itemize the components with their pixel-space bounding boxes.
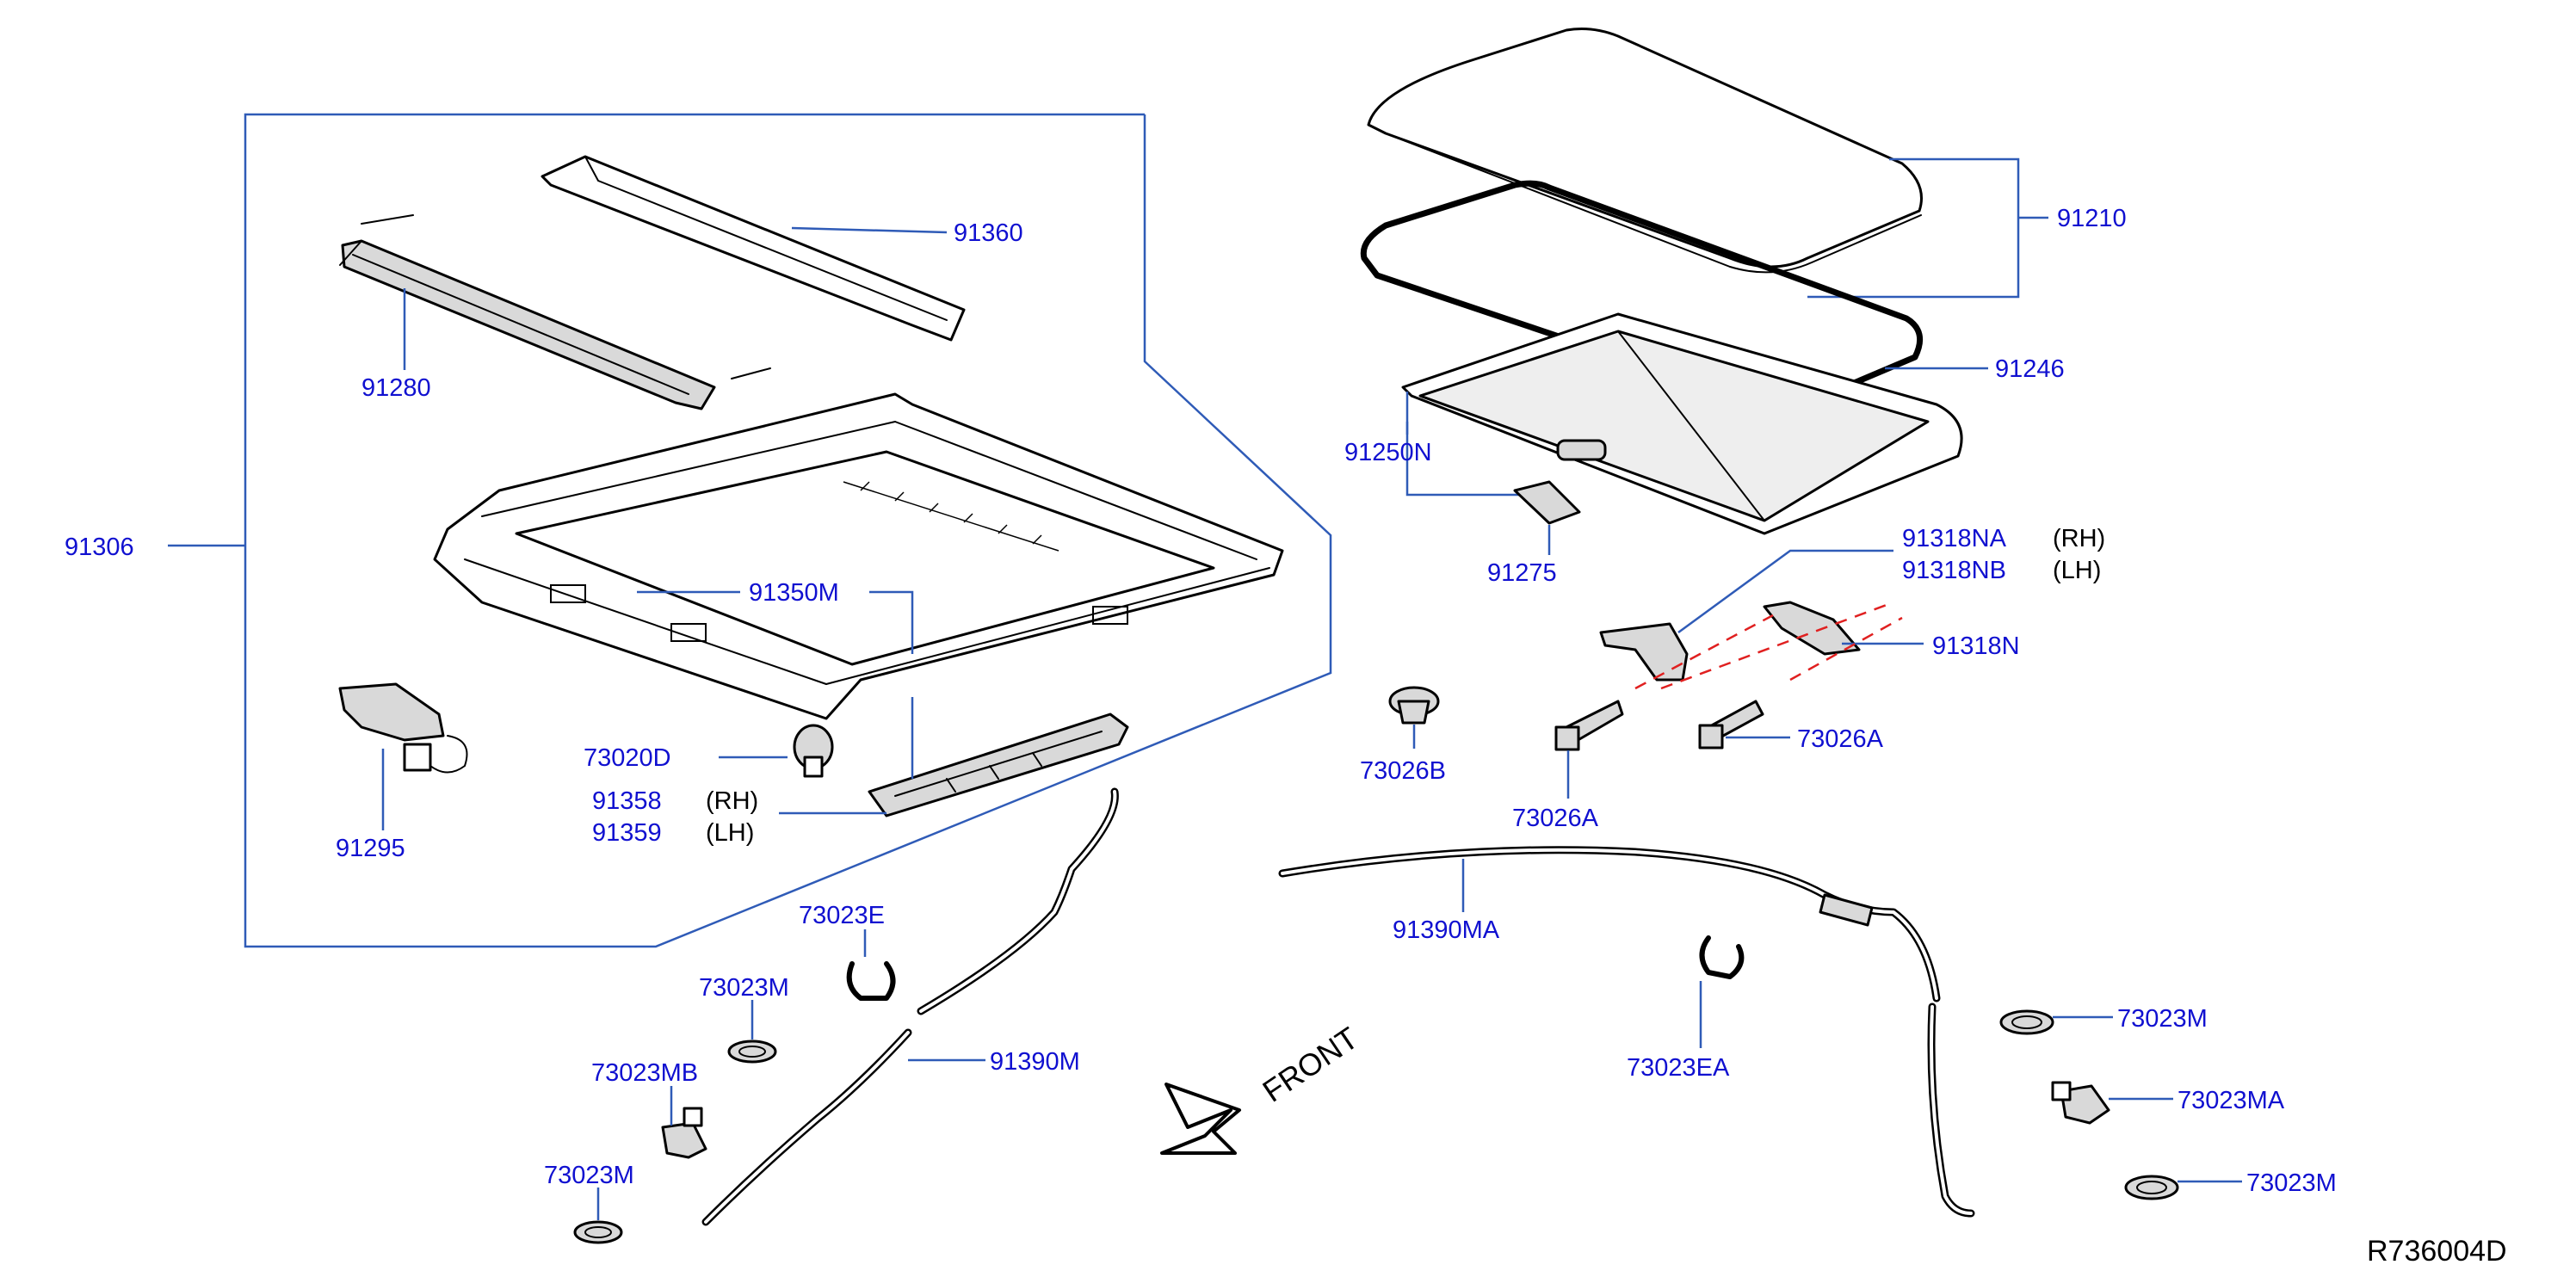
label-91390ma[interactable]: 91390MA bbox=[1393, 916, 1500, 944]
label-73026a-right[interactable]: 73026A bbox=[1797, 725, 1884, 753]
label-91390m[interactable]: 91390M bbox=[990, 1048, 1080, 1076]
label-91280[interactable]: 91280 bbox=[361, 374, 431, 402]
grommet-73023m-1[interactable] bbox=[727, 1039, 777, 1064]
drive-rail-91358-91359[interactable] bbox=[868, 713, 1129, 817]
leader-91210 bbox=[1807, 157, 2020, 299]
side-rh-1: (RH) bbox=[706, 787, 758, 815]
label-91350m[interactable]: 91350M bbox=[749, 579, 839, 607]
side-lh-2: (LH) bbox=[2053, 557, 2101, 584]
label-91318n[interactable]: 91318N bbox=[1932, 632, 2020, 660]
label-91360[interactable]: 91360 bbox=[954, 219, 1023, 247]
grommet-73023m-4[interactable] bbox=[2124, 1175, 2179, 1200]
label-73026b[interactable]: 73026B bbox=[1360, 757, 1446, 785]
label-91210[interactable]: 91210 bbox=[2057, 205, 2127, 232]
label-91318na[interactable]: 91318NA bbox=[1902, 525, 2007, 552]
label-73026a-left[interactable]: 73026A bbox=[1512, 805, 1599, 832]
align-line-3 bbox=[1789, 616, 1903, 682]
grommet-73023m-2[interactable] bbox=[573, 1220, 623, 1244]
sunshade-roll-91280[interactable] bbox=[339, 214, 771, 410]
label-73023m-2[interactable]: 73023M bbox=[544, 1162, 634, 1189]
assembly-outline bbox=[244, 113, 1332, 948]
label-73023mb[interactable]: 73023MB bbox=[591, 1059, 698, 1087]
label-91295[interactable]: 91295 bbox=[336, 835, 405, 862]
label-91246[interactable]: 91246 bbox=[1995, 355, 2065, 383]
drain-hose-91390m[interactable] bbox=[701, 787, 1119, 1226]
front-arrow-icon bbox=[1160, 1083, 1241, 1155]
sunroof-frame-91350m[interactable] bbox=[433, 392, 1284, 720]
label-91306[interactable]: 91306 bbox=[65, 534, 134, 561]
label-91250n[interactable]: 91250N bbox=[1344, 439, 1432, 466]
label-73020d[interactable]: 73020D bbox=[584, 744, 671, 772]
side-lh-1: (LH) bbox=[706, 819, 754, 847]
glass-panel-91210[interactable] bbox=[1367, 28, 1923, 274]
leader-91350m-rail bbox=[869, 590, 914, 654]
wind-deflector-91360[interactable] bbox=[541, 155, 966, 342]
label-91318nb[interactable]: 91318NB bbox=[1902, 557, 2006, 584]
clamp-73023e[interactable] bbox=[846, 961, 896, 1001]
plug-91275[interactable] bbox=[1513, 480, 1581, 525]
leader-91318na bbox=[1677, 549, 1893, 634]
label-73023m-4[interactable]: 73023M bbox=[2246, 1169, 2337, 1197]
label-73023e[interactable]: 73023E bbox=[799, 902, 885, 929]
label-91275[interactable]: 91275 bbox=[1487, 559, 1557, 587]
grommet-73023m-3[interactable] bbox=[1999, 1009, 2054, 1035]
drain-hose-91390ma[interactable] bbox=[1278, 846, 1975, 1218]
bracket-91318n[interactable] bbox=[1763, 601, 1861, 656]
bracket-91318na[interactable] bbox=[1599, 622, 1689, 682]
label-73023m-1[interactable]: 73023M bbox=[699, 974, 789, 1002]
leader-91360 bbox=[791, 226, 948, 234]
side-rh-2: (RH) bbox=[2053, 525, 2105, 552]
label-73023m-3[interactable]: 73023M bbox=[2117, 1005, 2208, 1033]
clip-73020d[interactable] bbox=[793, 724, 834, 778]
diagram-code: R736004D bbox=[2367, 1235, 2507, 1268]
connector-73023mb[interactable] bbox=[661, 1107, 707, 1159]
grommet-73026b[interactable] bbox=[1388, 686, 1440, 725]
label-91359[interactable]: 91359 bbox=[592, 819, 662, 847]
bolt-73026a-left[interactable] bbox=[1554, 700, 1624, 751]
label-91358[interactable]: 91358 bbox=[592, 787, 662, 815]
label-73023ea[interactable]: 73023EA bbox=[1627, 1054, 1730, 1082]
align-line-1 bbox=[1634, 614, 1774, 690]
sunroof-motor-91295[interactable] bbox=[338, 682, 468, 774]
clamp-73023ea[interactable] bbox=[1699, 935, 1745, 979]
front-label: FRONT bbox=[1257, 1020, 1365, 1108]
connector-73023ma[interactable] bbox=[2051, 1081, 2110, 1125]
label-73023ma[interactable]: 73023MA bbox=[2178, 1087, 2285, 1114]
roof-deck-91250n[interactable] bbox=[1401, 312, 1963, 535]
bolt-73026a-right[interactable] bbox=[1698, 700, 1764, 750]
